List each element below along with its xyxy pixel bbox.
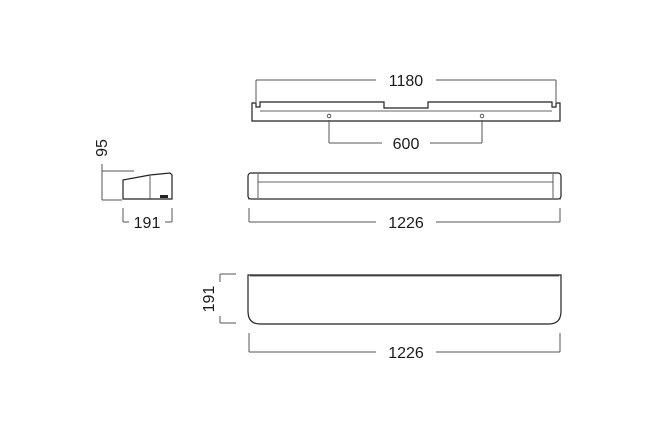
end-view-outline (122, 172, 173, 200)
label-rail-length: 1180 (389, 73, 424, 90)
label-end-width: 191 (134, 215, 161, 232)
dimension-end-height: 95 (94, 139, 134, 201)
dimension-top-length: 1226 (248, 333, 561, 362)
mount-hole-right (479, 113, 485, 119)
dimension-rail-length: 1180 (255, 73, 557, 102)
end-view (122, 172, 173, 200)
label-end-height: 95 (94, 139, 111, 157)
mount-hole-left (326, 113, 332, 119)
dimension-hole-spacing: 600 (328, 120, 483, 153)
top-view (247, 274, 562, 325)
side-view (247, 172, 562, 200)
label-top-length: 1226 (388, 345, 424, 362)
dimension-top-depth: 191 (201, 273, 236, 324)
dimension-side-length: 1226 (248, 208, 561, 232)
label-hole-spacing: 600 (393, 136, 420, 153)
top-view-outline (247, 274, 562, 325)
mounting-rail-outline (251, 101, 561, 122)
dimension-end-width: 191 (122, 208, 173, 232)
label-top-depth: 191 (201, 286, 218, 313)
side-view-outline (247, 172, 562, 200)
end-view-connector (160, 195, 168, 198)
mounting-rail-view (251, 101, 561, 122)
label-side-length: 1226 (388, 215, 424, 232)
